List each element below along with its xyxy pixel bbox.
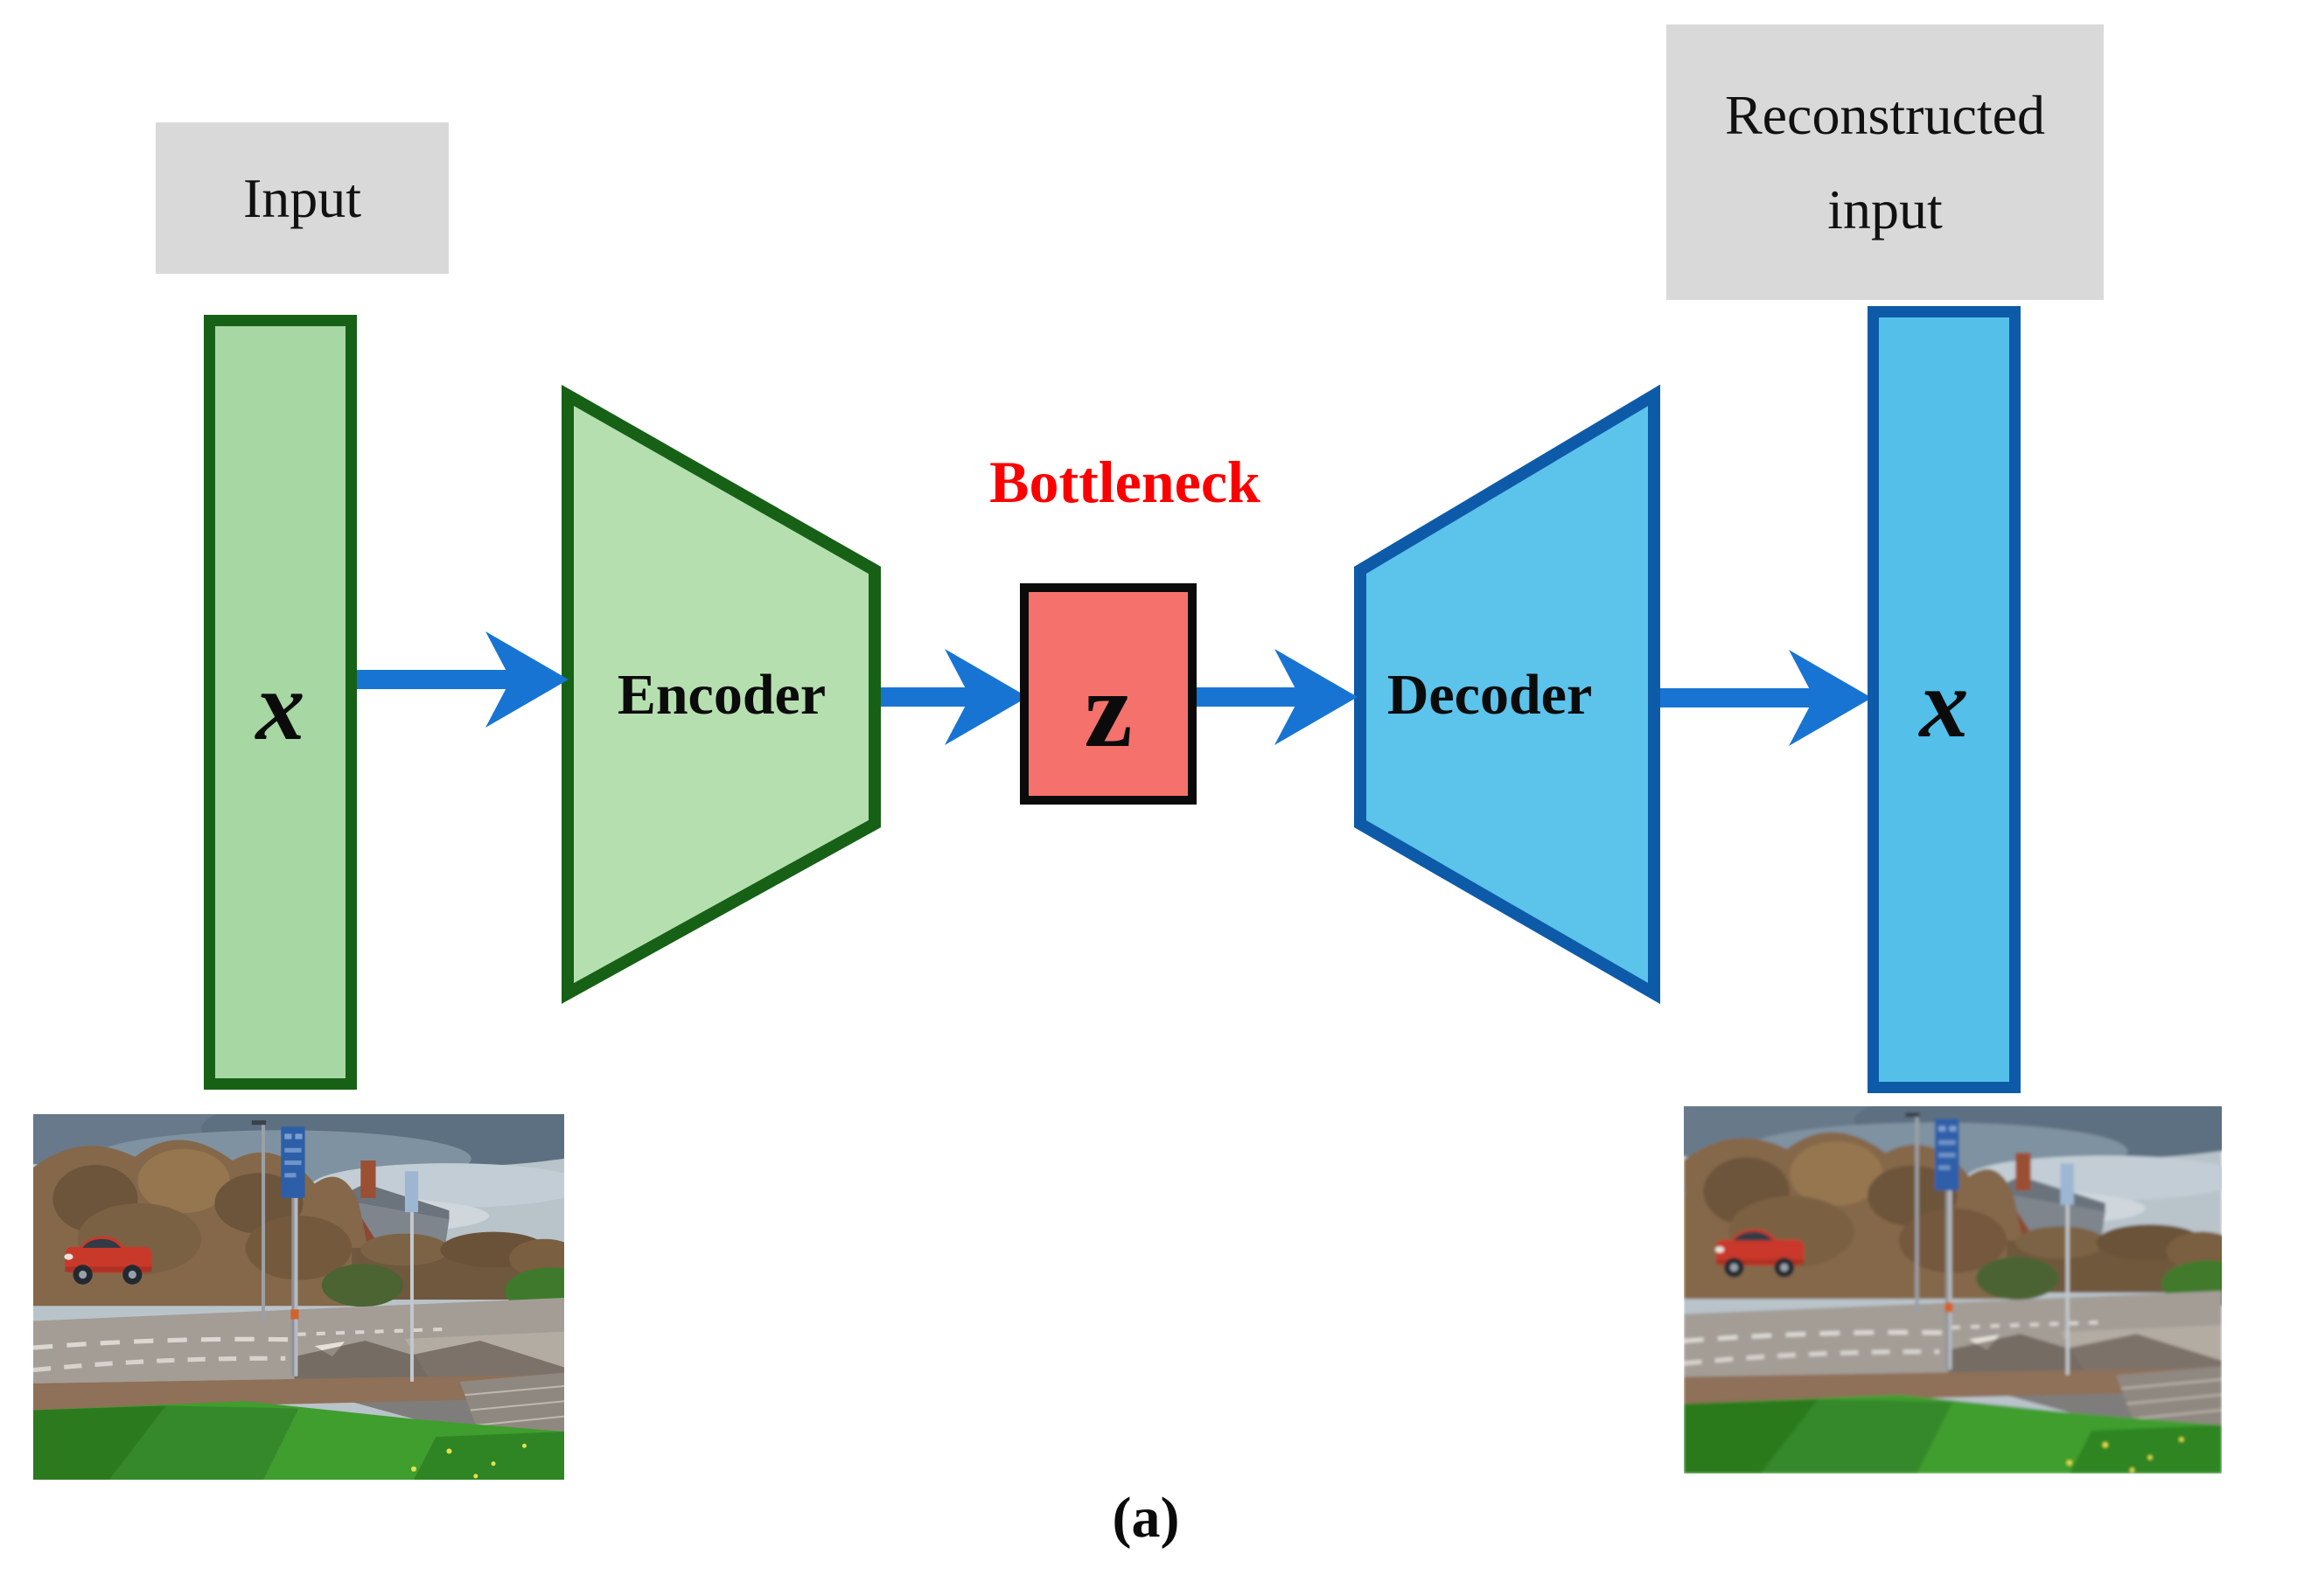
- arrow-input-to-encoder: [356, 631, 569, 728]
- latent-z-box: z: [1020, 583, 1197, 805]
- input-photo-scene: [33, 1114, 564, 1480]
- latent-symbol: z: [1084, 649, 1133, 770]
- encoder-label: Encoder: [617, 663, 827, 727]
- input-vector-symbol: x: [255, 652, 305, 761]
- reconstructed-photo: [1684, 1106, 2222, 1474]
- input-label-text: Input: [242, 166, 362, 229]
- decoder-label: Decoder: [1386, 663, 1593, 727]
- flow-arrows: [356, 631, 1872, 746]
- arrow-decoder-to-output: [1660, 650, 1872, 746]
- arrow-bottleneck-to-decoder: [1197, 649, 1358, 745]
- encoder-trapezoid: [562, 384, 881, 1004]
- reconstructed-label-line2: input: [1827, 178, 1943, 240]
- reconstructed-label-box: Reconstructed input: [1666, 24, 2104, 300]
- output-vector-rect: x: [1868, 306, 2021, 1093]
- reconstructed-photo-scene: [1684, 1106, 2222, 1474]
- bottleneck-title: Bottleneck: [989, 449, 1260, 515]
- input-vector-rect: x: [204, 315, 357, 1090]
- output-vector-symbol: x: [1919, 649, 1969, 758]
- reconstructed-label-line1: Reconstructed: [1724, 83, 2046, 146]
- arrow-encoder-to-bottleneck: [881, 649, 1028, 745]
- decoder-trapezoid: [1354, 384, 1660, 1005]
- figure-caption: (a): [1112, 1486, 1180, 1550]
- input-photo: [33, 1114, 564, 1480]
- input-label-box: Input: [156, 122, 449, 274]
